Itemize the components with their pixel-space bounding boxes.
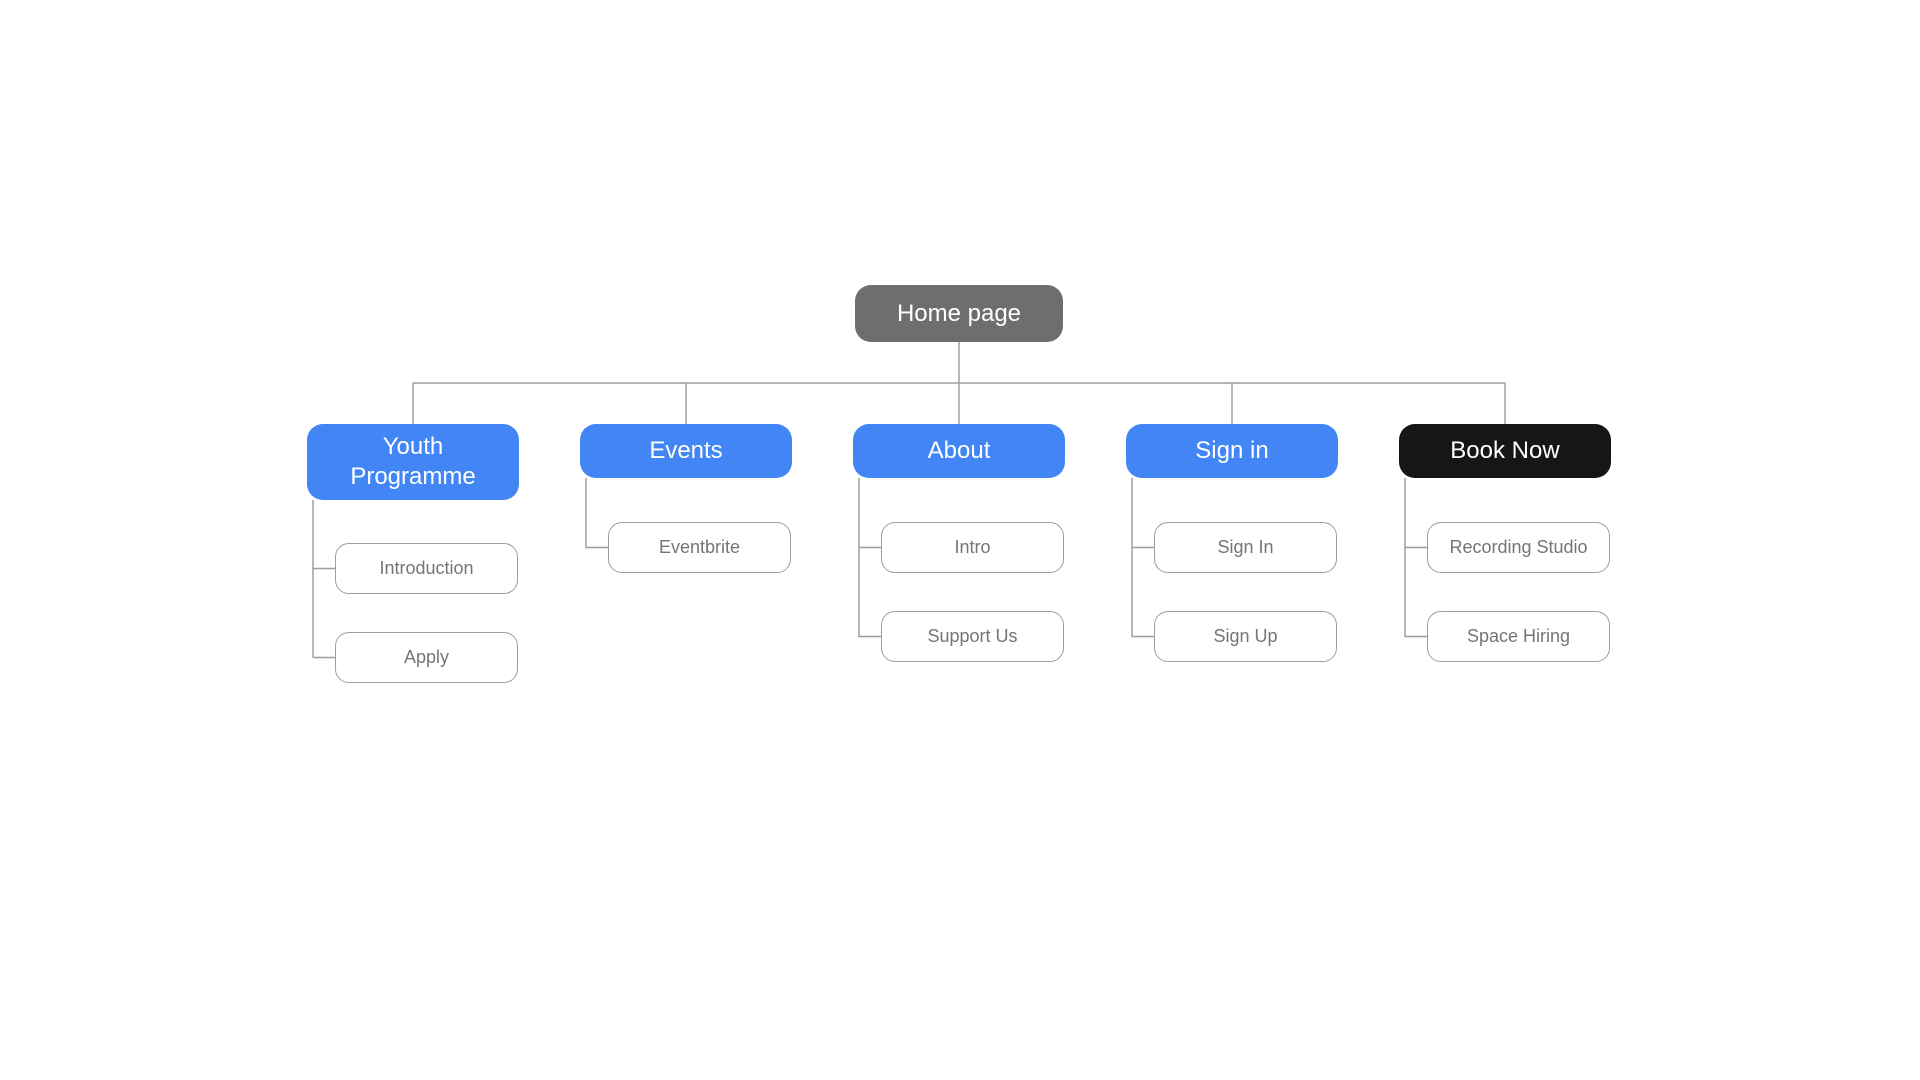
section-book-now[interactable]: Book Now (1399, 424, 1611, 478)
child-sign-up[interactable]: Sign Up (1154, 611, 1337, 662)
section-about-label: About (927, 437, 991, 464)
section-sign-in[interactable]: Sign in (1126, 424, 1338, 478)
child-recording-studio[interactable]: Recording Studio (1427, 522, 1610, 573)
child-introduction[interactable]: Introduction (335, 543, 518, 594)
child-recording-studio-label: Recording Studio (1449, 537, 1588, 557)
child-space-hiring-label: Space Hiring (1466, 626, 1571, 646)
child-eventbrite[interactable]: Eventbrite (608, 522, 791, 573)
section-sign-in-label: Sign in (1195, 437, 1269, 464)
child-sign-up-label: Sign Up (1213, 626, 1278, 646)
child-apply-label: Apply (403, 647, 450, 667)
section-youth-programme-label: Youth Programme (350, 433, 476, 490)
child-sign-in[interactable]: Sign In (1154, 522, 1337, 573)
child-sign-in-label: Sign In (1217, 537, 1274, 557)
child-space-hiring[interactable]: Space Hiring (1427, 611, 1610, 662)
child-eventbrite-label: Eventbrite (658, 537, 741, 557)
child-support-us[interactable]: Support Us (881, 611, 1064, 662)
root-home-page-label: Home page (896, 299, 1022, 327)
section-book-now-label: Book Now (1450, 437, 1560, 464)
child-intro[interactable]: Intro (881, 522, 1064, 573)
child-apply[interactable]: Apply (335, 632, 518, 683)
child-introduction-label: Introduction (379, 558, 474, 578)
section-events-label: Events (649, 437, 723, 464)
section-events[interactable]: Events (580, 424, 792, 478)
section-about[interactable]: About (853, 424, 1065, 478)
child-support-us-label: Support Us (927, 626, 1018, 646)
root-home-page[interactable]: Home page (855, 285, 1063, 342)
section-youth-programme[interactable]: Youth Programme (307, 424, 519, 500)
child-intro-label: Intro (954, 537, 991, 557)
